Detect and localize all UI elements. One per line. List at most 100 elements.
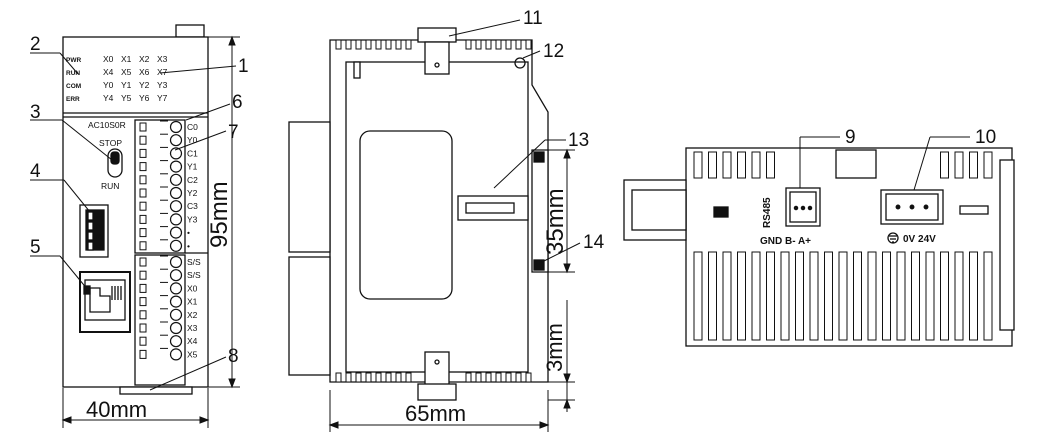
vent-slot <box>911 251 920 341</box>
led-indicator-labels: PWR X0 X1 X2 X3 RUN X4 X5 X6 X7 COM Y0 Y… <box>66 54 168 103</box>
front-dimensions <box>61 35 240 428</box>
vent-slot <box>940 151 949 179</box>
power-pin-labels: 0V 24V <box>903 234 936 245</box>
callout-10: 10 <box>975 127 996 148</box>
vent-slot <box>795 251 804 341</box>
vent-slot <box>838 251 848 341</box>
terminal-label: C2 <box>187 175 198 185</box>
vent-slot <box>983 151 993 179</box>
terminal-slot <box>139 257 147 267</box>
switch-stop-label: STOP <box>99 138 122 148</box>
terminal-screw <box>169 348 183 361</box>
dip-number: 1 <box>94 214 104 219</box>
side-fins <box>335 39 532 383</box>
terminal-label: S/S <box>187 270 201 280</box>
top-vent-slots <box>693 151 993 341</box>
terminal-slot <box>139 228 147 238</box>
terminal-label: C3 <box>187 201 198 211</box>
vent-fin <box>525 39 532 50</box>
led-label: Y5 <box>121 93 132 103</box>
terminal-slot <box>139 135 147 145</box>
vent-fin <box>495 39 502 50</box>
callout-1: 1 <box>238 56 249 77</box>
model-label: AC10S0R <box>88 120 126 130</box>
terminal-slot <box>139 148 147 158</box>
terminal-slot <box>139 270 147 280</box>
callout-14: 14 <box>583 232 605 253</box>
terminal-label: X1 <box>187 297 198 307</box>
vent-slot <box>940 251 949 341</box>
terminal-screw <box>169 226 183 239</box>
vent-slot <box>737 151 746 179</box>
terminal-slot <box>139 310 147 320</box>
vent-fin <box>385 39 392 50</box>
rs485-pin-labels: GND B- A+ <box>760 236 811 247</box>
led-label: ERR <box>66 96 80 103</box>
side-dimensions <box>328 148 575 432</box>
terminal-label: X0 <box>187 283 198 293</box>
callout-9: 9 <box>845 127 856 148</box>
vent-slot <box>969 251 978 341</box>
terminal-screw <box>169 186 183 200</box>
dip-number: 2 <box>94 224 104 229</box>
terminal-slot <box>139 241 147 251</box>
vent-fin <box>485 39 492 50</box>
vent-slot <box>751 151 761 179</box>
vent-slot <box>954 251 964 341</box>
terminal-label: Y2 <box>187 188 198 198</box>
terminal-screw <box>169 282 183 295</box>
vent-fin <box>505 39 512 50</box>
vent-slot <box>751 251 761 341</box>
led-label: X0 <box>103 54 114 64</box>
front-view <box>62 24 209 395</box>
terminal-label: S/S <box>187 257 201 267</box>
vent-slot <box>867 251 877 341</box>
led-label: Y3 <box>157 80 168 90</box>
vent-fin <box>475 39 482 50</box>
terminal-slot <box>139 188 147 198</box>
dip-number: 3 <box>94 234 104 239</box>
terminal-label: Y1 <box>187 162 198 172</box>
terminal-label: C0 <box>187 122 198 132</box>
terminal-slot <box>139 162 147 172</box>
vent-slot <box>925 251 935 341</box>
vent-fin <box>355 372 362 383</box>
vent-slot <box>737 251 746 341</box>
vent-slot <box>766 251 775 341</box>
vent-fin <box>405 39 412 50</box>
rail-dimension-35mm: 35mm <box>542 188 569 255</box>
vent-slot <box>693 151 703 179</box>
vent-fin <box>335 39 342 50</box>
rs485-label: RS485 <box>762 197 773 228</box>
vent-fin <box>495 372 502 383</box>
vent-fin <box>505 372 512 383</box>
side-view <box>288 27 549 401</box>
callout-5: 5 <box>30 237 41 258</box>
vent-fin <box>515 372 522 383</box>
led-label: X5 <box>121 67 132 77</box>
vent-fin <box>365 372 372 383</box>
terminal-screw <box>169 335 183 348</box>
led-label: X7 <box>157 67 168 77</box>
vent-fin <box>335 372 342 383</box>
led-label: RUN <box>66 70 80 77</box>
led-label: Y7 <box>157 93 168 103</box>
led-label: X2 <box>139 54 150 64</box>
vent-slot <box>882 251 891 341</box>
callout-2: 2 <box>30 34 41 55</box>
vent-fin <box>375 39 382 50</box>
led-label: Y2 <box>139 80 150 90</box>
vent-fin <box>395 372 402 383</box>
terminal-screw <box>169 173 183 186</box>
callout-8: 8 <box>228 346 239 367</box>
vent-fin <box>375 372 382 383</box>
terminal-slot <box>139 349 147 359</box>
clip-dimension-3mm: 3mm <box>542 323 567 372</box>
vent-slot <box>983 251 993 341</box>
terminal-screw <box>169 255 183 269</box>
callout-3: 3 <box>30 102 41 123</box>
terminal-slot <box>139 283 147 293</box>
terminal-screw <box>169 269 183 282</box>
